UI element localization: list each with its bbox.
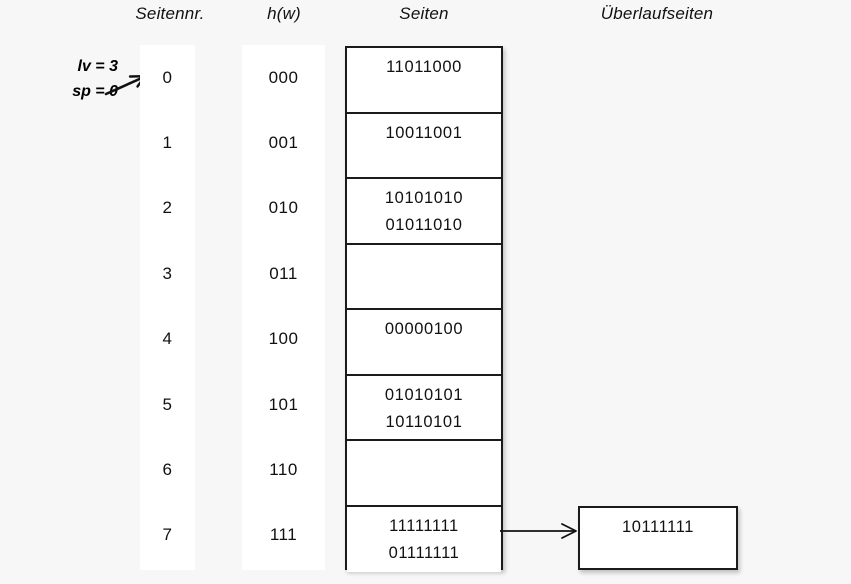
hw-cell: 010 <box>268 198 299 218</box>
seitennr-column: 0 1 2 3 4 5 6 7 <box>140 45 195 570</box>
param-lv: lv = 3 <box>77 58 118 75</box>
pages-table: 11011000 10011001 10101010 01011010 0000… <box>345 46 503 572</box>
page-row[interactable]: 10101010 01011010 <box>347 179 501 245</box>
hw-cell: 110 <box>269 460 298 480</box>
seitennr-cell: 7 <box>162 525 173 545</box>
hw-cell: 111 <box>269 525 298 545</box>
seitennr-cell: 4 <box>162 329 173 349</box>
column-header-seitennr: Seitennr. <box>135 4 205 23</box>
hash-parameters: lv = 3 sp = 0 <box>38 54 118 104</box>
page-entry: 00000100 <box>384 320 464 338</box>
hw-cell: 100 <box>268 329 299 349</box>
page-entry: 11111111 <box>389 516 459 535</box>
seitennr-cell: 6 <box>162 460 173 480</box>
page-row[interactable]: 10011001 <box>347 113 501 179</box>
param-sp: sp = 0 <box>72 83 118 100</box>
page-entry: 11011000 <box>386 58 462 76</box>
page-entry: 10011001 <box>385 123 463 142</box>
page-row[interactable]: 11011000 <box>347 48 501 114</box>
hw-cell: 011 <box>269 263 298 283</box>
seitennr-cell: 2 <box>162 198 173 218</box>
seitennr-cell: 0 <box>162 67 173 87</box>
seitennr-column-background <box>140 45 195 570</box>
seitennr-cell: 1 <box>162 133 173 153</box>
page-entry: 10110101 <box>385 412 463 431</box>
hw-column-background <box>242 45 325 570</box>
page-row[interactable] <box>347 441 501 507</box>
hw-cell: 101 <box>268 394 299 414</box>
hw-column: 000 001 010 011 100 101 110 111 <box>242 45 325 570</box>
hw-cell: 001 <box>268 133 299 153</box>
hw-cell: 000 <box>268 67 299 87</box>
page-row[interactable]: 01010101 10110101 <box>347 375 501 441</box>
overflow-page-entry: 10111111 <box>621 518 695 536</box>
page-entry: 10101010 <box>384 189 464 207</box>
seitennr-cell: 5 <box>162 394 173 414</box>
page-entry: 01111111 <box>388 543 460 562</box>
page-row[interactable] <box>347 244 501 310</box>
page-row[interactable]: 11111111 01111111 <box>347 506 501 572</box>
page-row[interactable]: 00000100 <box>347 310 501 376</box>
column-header-ueberlaufseiten: Überlaufseiten <box>600 4 714 23</box>
page-entry: 01010101 <box>384 385 464 404</box>
seitennr-cell: 3 <box>162 263 173 283</box>
column-header-seiten: Seiten <box>399 4 449 23</box>
column-header-hw: h(w) <box>267 4 301 23</box>
overflow-page-box[interactable]: 10111111 <box>578 506 738 570</box>
overflow-link-arrow-icon <box>500 523 577 539</box>
page-entry: 01011010 <box>385 216 463 234</box>
